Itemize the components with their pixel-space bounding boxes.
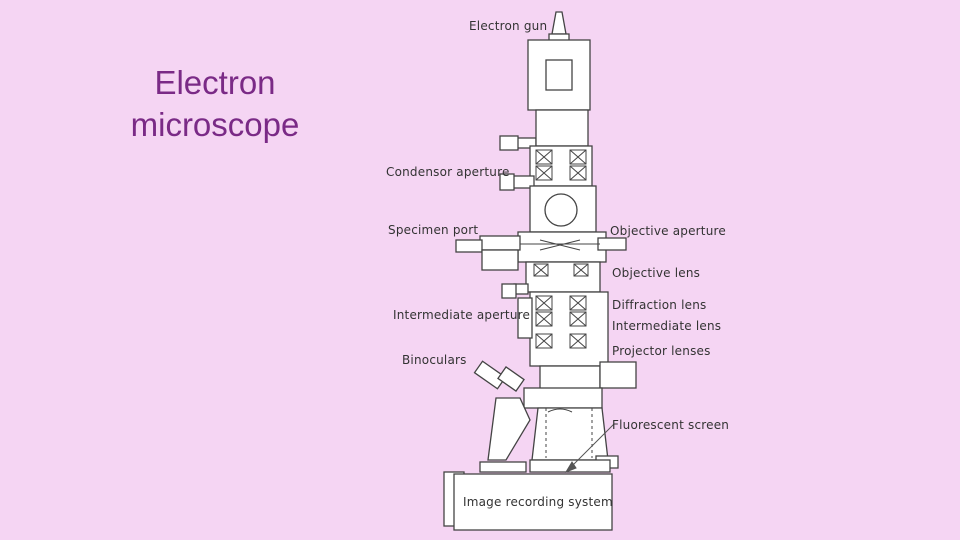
label-fluorescent-screen: Fluorescent screen — [612, 418, 730, 432]
label-condensor-aperture: Condensor aperture — [386, 165, 510, 179]
microscope-body — [443, 11, 637, 531]
pointer-arrow — [564, 423, 615, 474]
lens-marks — [520, 149, 600, 458]
label-projector-lenses: Projector lenses — [612, 344, 711, 358]
label-objective-lens: Objective lens — [612, 266, 701, 280]
microscope-diagram — [443, 11, 637, 531]
label-specimen-port: Specimen port — [388, 223, 479, 237]
label-diffraction-lens: Diffraction lens — [612, 298, 707, 312]
label-intermediate-lens: Intermediate lens — [612, 319, 722, 333]
label-objective-aperture: Objective aperture — [610, 224, 726, 238]
slide-title: Electron microscope — [130, 64, 300, 143]
label-image-recording-system: Image recording system — [463, 495, 613, 509]
label-intermediate-aperture: Intermediate aperture — [393, 308, 531, 322]
label-binoculars: Binoculars — [402, 353, 467, 367]
label-electron-gun: Electron gun — [469, 19, 548, 33]
